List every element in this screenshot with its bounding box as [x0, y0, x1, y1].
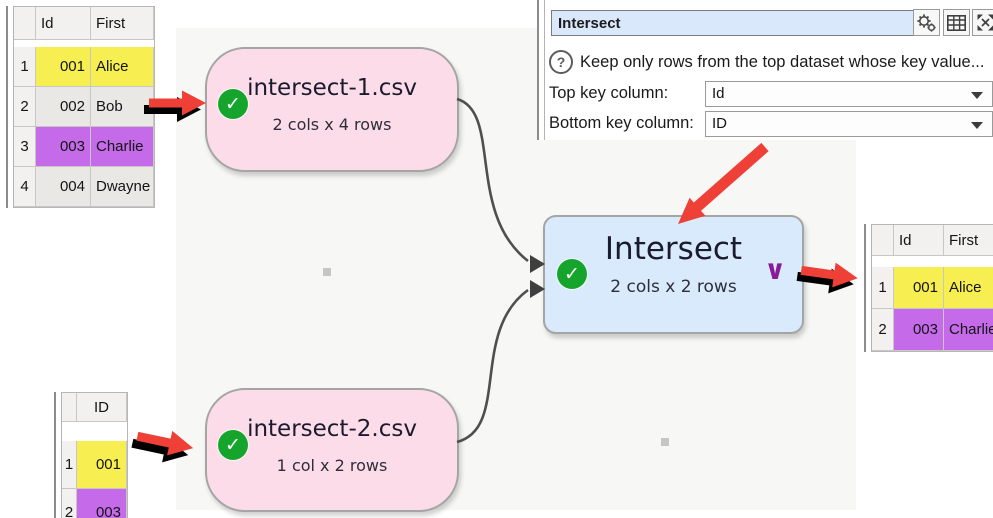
- table-intersect-output: Id First 1 001 Alice 2 003 Charlie: [864, 224, 993, 352]
- pane-edge: [6, 6, 14, 208]
- bottom-key-column-select[interactable]: ID: [705, 111, 993, 137]
- column-header[interactable]: First: [91, 7, 154, 40]
- table-cell[interactable]: 003: [894, 309, 944, 351]
- table-cell[interactable]: 004: [36, 167, 91, 207]
- table-cell[interactable]: 001: [894, 267, 944, 309]
- node-dimensions: 2 cols x 2 rows: [610, 277, 737, 297]
- table-intersect-2-data: ID 1 001 2 003: [54, 392, 128, 518]
- corner-cell: [872, 225, 894, 256]
- row-number[interactable]: 1: [872, 267, 894, 309]
- column-header[interactable]: Id: [894, 225, 944, 256]
- settings-gears-button[interactable]: [913, 9, 940, 36]
- pane-edge: [864, 224, 872, 352]
- table-cell[interactable]: 003: [36, 127, 91, 167]
- transform-description: Keep only rows from the top dataset whos…: [580, 52, 985, 71]
- table-cell[interactable]: Dwayne: [91, 167, 154, 207]
- bottom-key-column-value: ID: [712, 115, 727, 132]
- status-ok-icon: ✓: [218, 89, 248, 119]
- table-cell[interactable]: 001: [36, 47, 91, 87]
- row-number[interactable]: 1: [14, 47, 36, 87]
- node-dimensions: 1 col x 2 rows: [276, 456, 388, 475]
- column-header[interactable]: Id: [36, 7, 91, 40]
- row-number[interactable]: 4: [14, 167, 36, 207]
- table-cell[interactable]: 002: [36, 87, 91, 127]
- bottom-key-column-label: Bottom key column:: [549, 114, 694, 132]
- expand-arrows-icon: [977, 14, 993, 31]
- node-title: Intersect: [604, 231, 743, 267]
- table-cell[interactable]: Alice: [91, 47, 154, 87]
- node-intersect-2-csv[interactable]: ✓ intersect-2.csv 1 col x 2 rows: [205, 388, 459, 512]
- top-key-column-value: Id: [712, 85, 725, 102]
- column-header[interactable]: ID: [77, 393, 127, 422]
- transform-name-input[interactable]: [551, 10, 917, 36]
- column-header[interactable]: First: [944, 225, 993, 256]
- status-ok-icon: ✓: [557, 259, 587, 289]
- table-cell[interactable]: 003: [77, 489, 127, 518]
- row-number[interactable]: 2: [14, 87, 36, 127]
- corner-cell: [62, 393, 77, 422]
- node-title: intersect-1.csv: [247, 75, 417, 101]
- node-dimensions: 2 cols x 4 rows: [272, 115, 392, 134]
- status-ok-icon: ✓: [218, 430, 248, 460]
- chevron-down-icon[interactable]: ∨: [764, 255, 786, 286]
- table-icon: [947, 14, 966, 31]
- input-connector-arrow-icon: [530, 280, 545, 298]
- transform-settings-panel: ? Keep only rows from the top dataset wh…: [537, 0, 993, 140]
- help-icon[interactable]: ?: [549, 50, 573, 74]
- corner-cell: [14, 7, 36, 40]
- table-cell[interactable]: Charlie: [944, 309, 993, 351]
- canvas-grid-dot: [323, 268, 331, 276]
- dropdown-arrow-icon: [971, 92, 983, 99]
- table-cell[interactable]: 001: [77, 441, 127, 489]
- table-intersect-1-data: Id First 1 001 Alice 2 002 Bob 3 003 Cha…: [6, 6, 155, 208]
- node-title: intersect-2.csv: [247, 416, 417, 442]
- row-number[interactable]: 1: [62, 441, 77, 489]
- table-cell[interactable]: Alice: [944, 267, 993, 309]
- row-number[interactable]: 2: [872, 309, 894, 351]
- pane-edge: [537, 0, 545, 140]
- table-cell[interactable]: Bob: [91, 87, 154, 127]
- row-number[interactable]: 2: [62, 489, 77, 518]
- expand-button[interactable]: [972, 9, 993, 36]
- top-key-column-label: Top key column:: [549, 84, 669, 102]
- table-cell[interactable]: Charlie: [91, 127, 154, 167]
- row-number[interactable]: 3: [14, 127, 36, 167]
- gears-icon: [917, 14, 936, 32]
- table-view-button[interactable]: [943, 9, 970, 36]
- canvas-grid-dot: [661, 438, 669, 446]
- dropdown-arrow-icon: [971, 122, 983, 129]
- pane-edge: [54, 392, 62, 518]
- input-connector-arrow-icon: [530, 255, 545, 273]
- node-intersect-1-csv[interactable]: ✓ intersect-1.csv 2 cols x 4 rows: [205, 47, 459, 172]
- top-key-column-select[interactable]: Id: [705, 81, 993, 107]
- node-intersect-transform[interactable]: ✓ Intersect ∨ 2 cols x 2 rows: [530, 215, 804, 334]
